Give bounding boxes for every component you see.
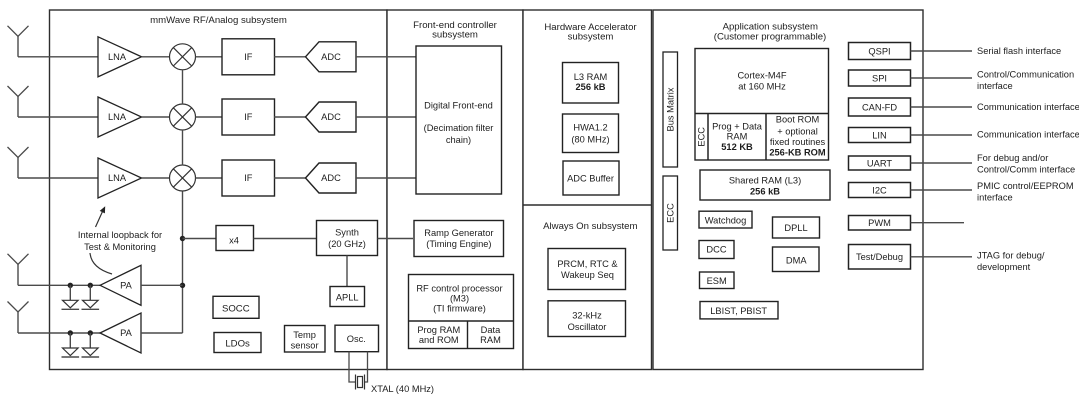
svg-text:Ramp Generator: Ramp Generator bbox=[424, 228, 493, 238]
svg-text:Prog + Data: Prog + Data bbox=[712, 122, 763, 132]
svg-text:and ROM: and ROM bbox=[419, 335, 459, 345]
svg-text:ADC: ADC bbox=[321, 52, 341, 62]
svg-text:PA: PA bbox=[120, 281, 133, 291]
svg-text:Test & Monitoring: Test & Monitoring bbox=[84, 242, 156, 252]
svg-text:IF: IF bbox=[244, 52, 253, 62]
svg-text:LNA: LNA bbox=[108, 112, 127, 122]
svg-text:Serial flash interface: Serial flash interface bbox=[977, 46, 1061, 56]
svg-text:(Timing Engine): (Timing Engine) bbox=[426, 239, 491, 249]
svg-text:(20 GHz): (20 GHz) bbox=[328, 239, 366, 249]
svg-text:(M3): (M3) bbox=[450, 294, 469, 304]
svg-text:DPLL: DPLL bbox=[784, 223, 807, 233]
svg-text:Data: Data bbox=[481, 325, 501, 335]
svg-text:sensor: sensor bbox=[291, 340, 319, 350]
svg-text:PA: PA bbox=[120, 328, 133, 338]
svg-text:RAM: RAM bbox=[480, 335, 501, 345]
svg-text:PWM: PWM bbox=[868, 218, 891, 228]
svg-text:JTAG for debug/: JTAG for debug/ bbox=[977, 251, 1045, 261]
svg-text:subsystem: subsystem bbox=[432, 30, 478, 41]
svg-text:IF: IF bbox=[244, 112, 253, 122]
svg-text:fixed routines: fixed routines bbox=[770, 137, 826, 147]
svg-text:interface: interface bbox=[977, 193, 1013, 203]
svg-text:Watchdog: Watchdog bbox=[705, 216, 747, 226]
svg-text:development: development bbox=[977, 262, 1031, 272]
svg-text:CAN-FD: CAN-FD bbox=[862, 102, 897, 112]
svg-text:LNA: LNA bbox=[108, 52, 127, 62]
svg-text:ADC: ADC bbox=[321, 112, 341, 122]
svg-text:Bus Matrix: Bus Matrix bbox=[666, 87, 676, 131]
svg-text:ADC Buffer: ADC Buffer bbox=[567, 174, 614, 184]
svg-text:SOCC: SOCC bbox=[222, 303, 250, 314]
svg-text:QSPI: QSPI bbox=[868, 46, 890, 56]
svg-text:LBIST, PBIST: LBIST, PBIST bbox=[710, 306, 767, 316]
svg-text:ESM: ESM bbox=[707, 276, 727, 286]
svg-text:256 kB: 256 kB bbox=[576, 82, 606, 92]
svg-text:ECC: ECC bbox=[666, 203, 676, 223]
svg-text:DMA: DMA bbox=[786, 256, 807, 266]
svg-text:256 kB: 256 kB bbox=[750, 187, 780, 197]
svg-text:Control/Communication: Control/Communication bbox=[977, 70, 1074, 80]
svg-text:DCC: DCC bbox=[706, 245, 726, 255]
svg-text:subsystem: subsystem bbox=[568, 31, 614, 42]
svg-text:at 160 MHz: at 160 MHz bbox=[738, 81, 786, 91]
svg-text:chain): chain) bbox=[446, 135, 471, 145]
svg-text:ECC: ECC bbox=[697, 127, 707, 147]
svg-text:L3 RAM: L3 RAM bbox=[574, 72, 608, 82]
svg-text:Application subsystem: Application subsystem bbox=[723, 22, 818, 33]
svg-text:Shared RAM (L3): Shared RAM (L3) bbox=[729, 176, 801, 186]
svg-text:PMIC control/EEPROM: PMIC control/EEPROM bbox=[977, 181, 1074, 191]
svg-text:LNA: LNA bbox=[108, 173, 127, 183]
svg-text:Internal loopback for: Internal loopback for bbox=[78, 230, 162, 240]
svg-text:HWA1.2: HWA1.2 bbox=[573, 123, 607, 133]
svg-text:Communication interface: Communication interface bbox=[977, 130, 1079, 140]
svg-text:(Customer programmable): (Customer programmable) bbox=[714, 31, 827, 42]
svg-text:Prog RAM: Prog RAM bbox=[417, 325, 460, 335]
svg-text:Front-end controller: Front-end controller bbox=[413, 20, 498, 31]
svg-text:LDOs: LDOs bbox=[225, 338, 250, 349]
svg-text:UART: UART bbox=[867, 158, 892, 168]
svg-text:PRCM, RTC &: PRCM, RTC & bbox=[557, 259, 618, 269]
svg-text:Always On subsystem: Always On subsystem bbox=[543, 221, 637, 232]
svg-text:RF control processor: RF control processor bbox=[416, 283, 502, 293]
svg-text:Temp: Temp bbox=[293, 330, 316, 340]
svg-text:256-KB ROM: 256-KB ROM bbox=[769, 147, 826, 157]
svg-text:(80 MHz): (80 MHz) bbox=[571, 134, 609, 144]
svg-text:interface: interface bbox=[977, 81, 1013, 91]
svg-text:I2C: I2C bbox=[872, 185, 887, 195]
svg-text:Wakeup Seq: Wakeup Seq bbox=[561, 270, 614, 280]
svg-text:(Decimation filter: (Decimation filter bbox=[424, 123, 494, 133]
svg-text:LIN: LIN bbox=[872, 130, 886, 140]
svg-text:Digital Front-end: Digital Front-end bbox=[424, 101, 493, 111]
svg-text:SPI: SPI bbox=[872, 73, 887, 83]
svg-text:Test/Debug: Test/Debug bbox=[856, 252, 903, 262]
svg-text:IF: IF bbox=[244, 173, 253, 183]
svg-text:mmWave RF/Analog subsystem: mmWave RF/Analog subsystem bbox=[150, 15, 287, 26]
svg-text:Hardware Accelerator: Hardware Accelerator bbox=[544, 22, 637, 33]
svg-text:512 KB: 512 KB bbox=[721, 142, 753, 152]
svg-text:+ optional: + optional bbox=[777, 127, 818, 137]
svg-text:x4: x4 bbox=[229, 235, 239, 245]
svg-text:Boot ROM: Boot ROM bbox=[776, 115, 819, 125]
svg-text:Cortex-M4F: Cortex-M4F bbox=[737, 70, 786, 80]
svg-text:Communication interface: Communication interface bbox=[977, 102, 1079, 112]
svg-text:(TI firmware): (TI firmware) bbox=[433, 303, 486, 313]
svg-text:Osc.: Osc. bbox=[347, 334, 366, 344]
svg-text:Control/Comm interface: Control/Comm interface bbox=[977, 165, 1075, 175]
svg-text:For debug and/or: For debug and/or bbox=[977, 153, 1048, 163]
svg-text:XTAL (40 MHz): XTAL (40 MHz) bbox=[371, 384, 434, 394]
svg-text:RAM: RAM bbox=[727, 132, 748, 142]
svg-text:Oscillator: Oscillator bbox=[568, 322, 607, 332]
svg-text:Synth: Synth bbox=[335, 228, 359, 238]
svg-text:32-kHz: 32-kHz bbox=[572, 310, 602, 320]
svg-text:APLL: APLL bbox=[336, 293, 359, 303]
svg-text:ADC: ADC bbox=[321, 173, 341, 183]
